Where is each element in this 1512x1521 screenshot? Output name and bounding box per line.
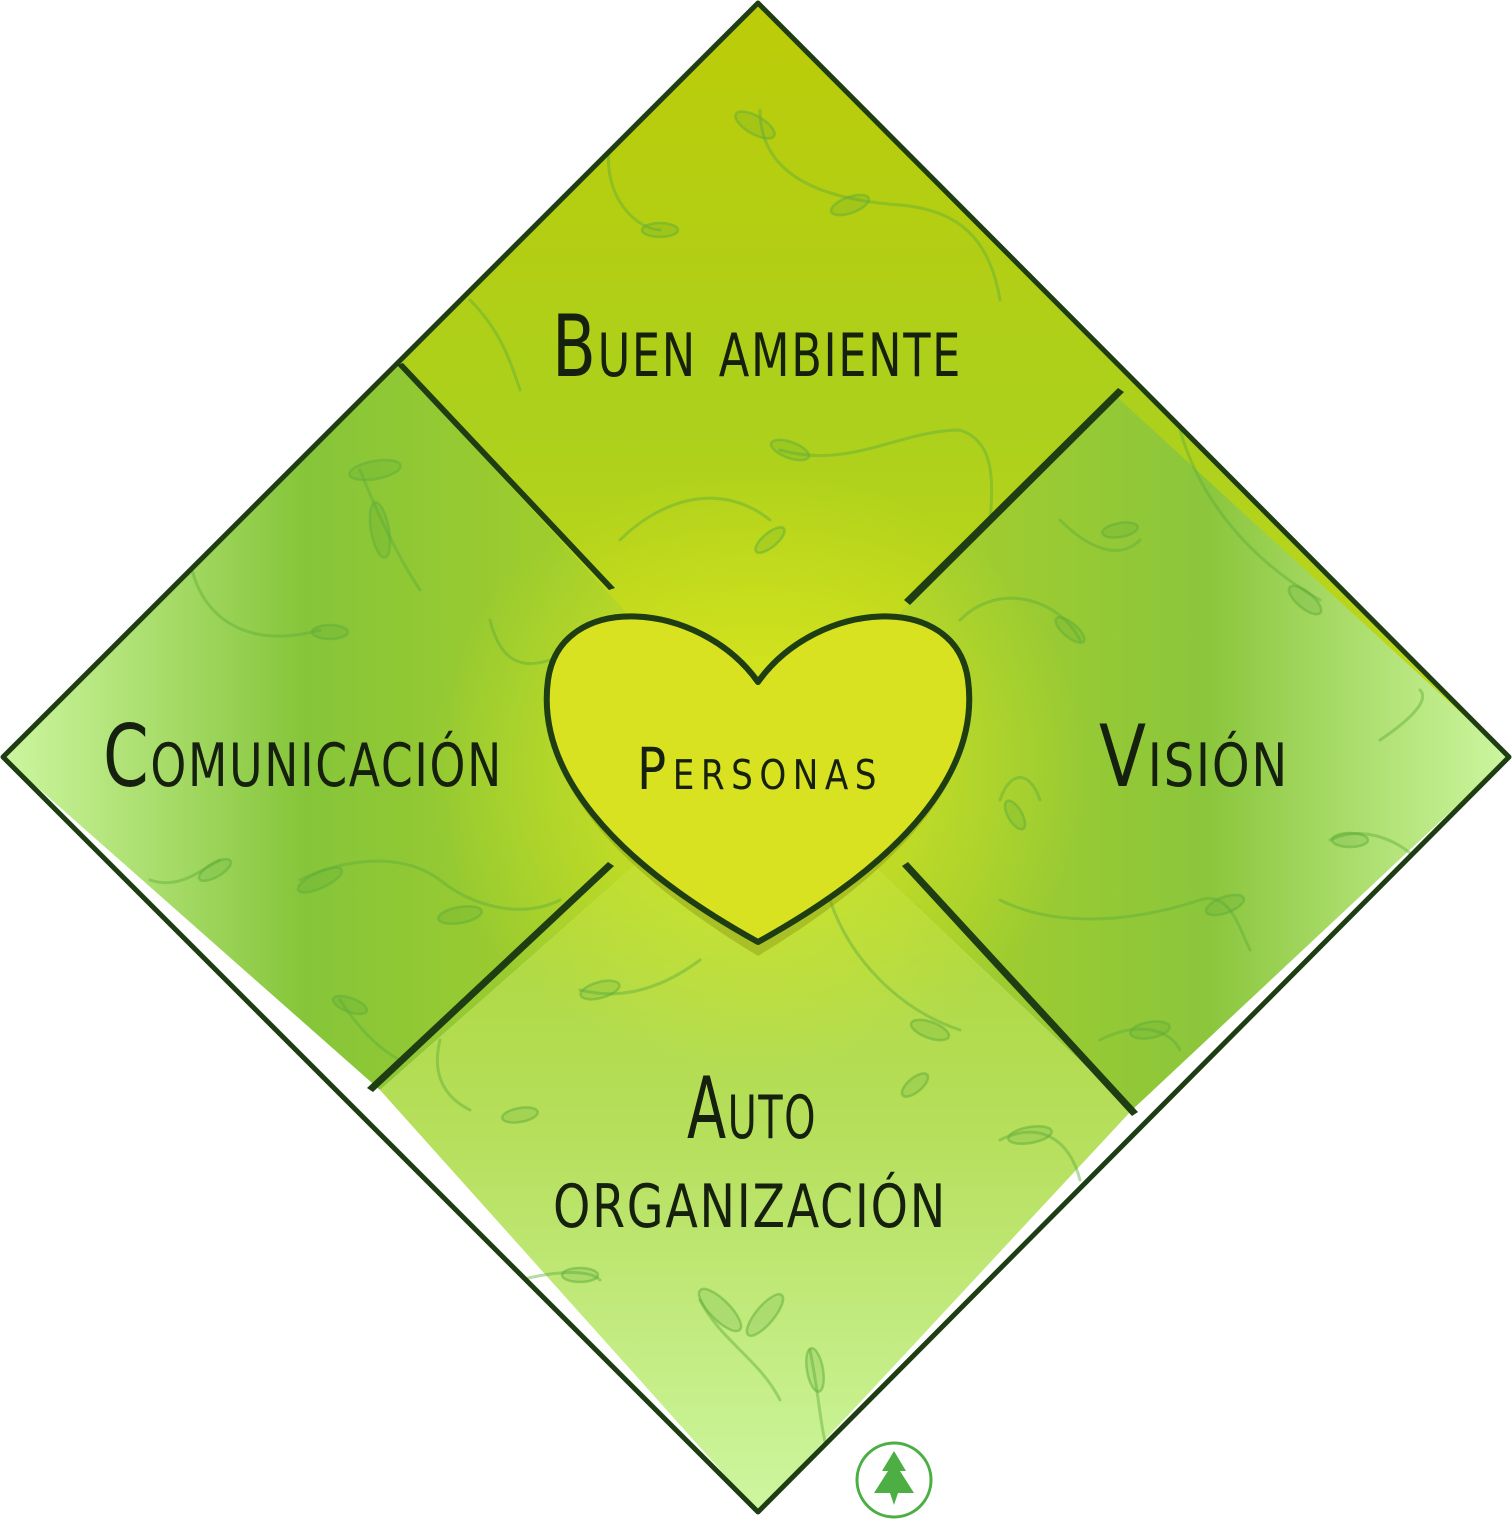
leaf-pattern bbox=[197, 110, 1370, 1393]
divider-top-left bbox=[397, 363, 615, 590]
divider-bottom-right bbox=[902, 862, 1138, 1116]
center-heart bbox=[543, 613, 973, 956]
label-bottom-quadrant-line1: Auto bbox=[687, 1059, 817, 1159]
divider-top-right bbox=[904, 388, 1124, 605]
label-bottom-quadrant-line2: organización bbox=[553, 1148, 947, 1248]
divider-bottom-left bbox=[367, 862, 614, 1092]
label-right-quadrant: Visión bbox=[1099, 707, 1289, 807]
divider-lines bbox=[367, 363, 1138, 1116]
heart-icon bbox=[543, 613, 973, 945]
label-center: Personas bbox=[637, 735, 883, 803]
tree-icon bbox=[874, 1451, 914, 1505]
label-top-quadrant: Buen ambiente bbox=[552, 297, 962, 397]
label-left-quadrant: Comunicación bbox=[103, 707, 503, 807]
logo bbox=[855, 1441, 933, 1519]
